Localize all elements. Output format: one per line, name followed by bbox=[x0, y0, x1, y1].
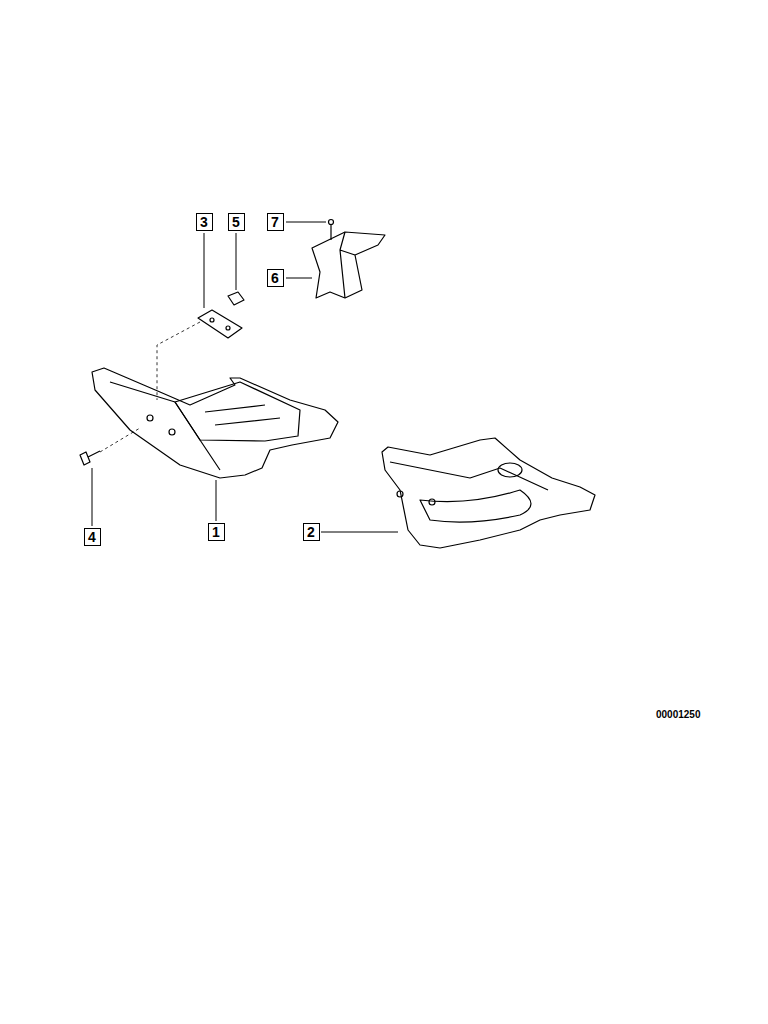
callout-box: 4 bbox=[84, 528, 101, 546]
callout-box: 6 bbox=[267, 269, 284, 287]
callout-number: 6 bbox=[271, 271, 279, 285]
callout-box: 2 bbox=[303, 523, 320, 541]
callout-number: 2 bbox=[307, 525, 315, 539]
callout-box: 3 bbox=[196, 213, 213, 231]
callout-number: 1 bbox=[212, 525, 220, 539]
callout-box: 5 bbox=[228, 213, 245, 231]
mount-piece bbox=[312, 232, 385, 298]
callout-box: 1 bbox=[208, 523, 225, 541]
skid-plate bbox=[92, 368, 338, 478]
drawing-number: 00001250 bbox=[656, 709, 701, 720]
callout-box: 7 bbox=[267, 213, 284, 231]
bracket bbox=[198, 310, 242, 338]
hand-guard bbox=[382, 438, 595, 548]
assembly-lines bbox=[100, 322, 200, 452]
callout-number: 5 bbox=[232, 215, 240, 229]
clip-nut bbox=[228, 292, 244, 305]
callout-number: 7 bbox=[271, 215, 279, 229]
callout-number: 4 bbox=[88, 530, 96, 544]
leader-lines bbox=[92, 222, 398, 532]
callout-number: 3 bbox=[200, 215, 208, 229]
